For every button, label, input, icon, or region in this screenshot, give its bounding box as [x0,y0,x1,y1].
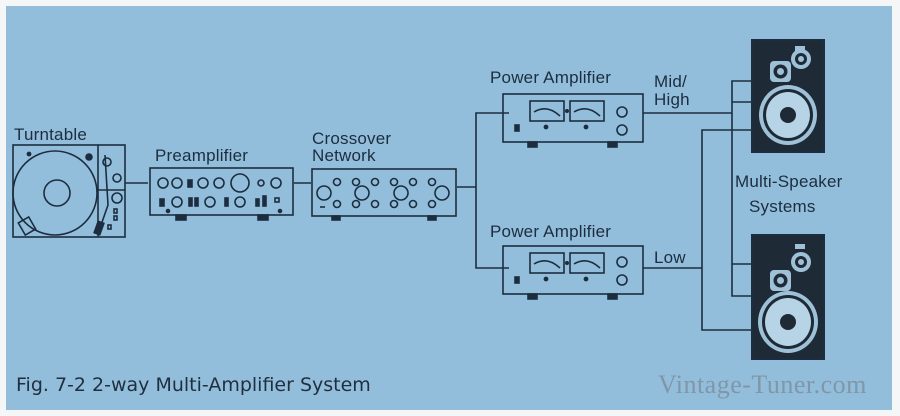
preamplifier-icon [149,167,294,221]
wire-low-bus [701,129,752,331]
wire-mid-high-bus [731,80,752,297]
figure-caption: Fig. 7-2 2-way Multi-Amplifier System [16,374,371,396]
label-turntable: Turntable [14,125,87,144]
label-crossover-line1: Crossover [312,129,392,148]
speaker-top-icon [751,39,825,153]
label-preamplifier: Preamplifier [155,146,249,165]
label-crossover-line2: Network [312,146,376,165]
label-power-amp-top: Power Amplifier [490,68,612,87]
diagram-panel [6,6,892,410]
crossover-network-icon [311,168,457,221]
speaker-bottom-icon [751,234,825,360]
turntable-icon [12,144,126,238]
power-amplifier-bottom-icon [502,245,644,300]
watermark: Vintage-Tuner.com [658,370,867,399]
power-amplifier-top-icon [502,93,644,148]
label-low: Low [654,248,686,267]
wire-split-bus [475,112,509,269]
label-speakers-line1: Multi-Speaker [735,172,843,191]
label-power-amp-bottom: Power Amplifier [490,222,612,241]
label-mid-high-line2: High [654,90,690,109]
label-speakers-line2: Systems [749,197,816,216]
label-mid-high-line1: Mid/ [654,72,687,91]
